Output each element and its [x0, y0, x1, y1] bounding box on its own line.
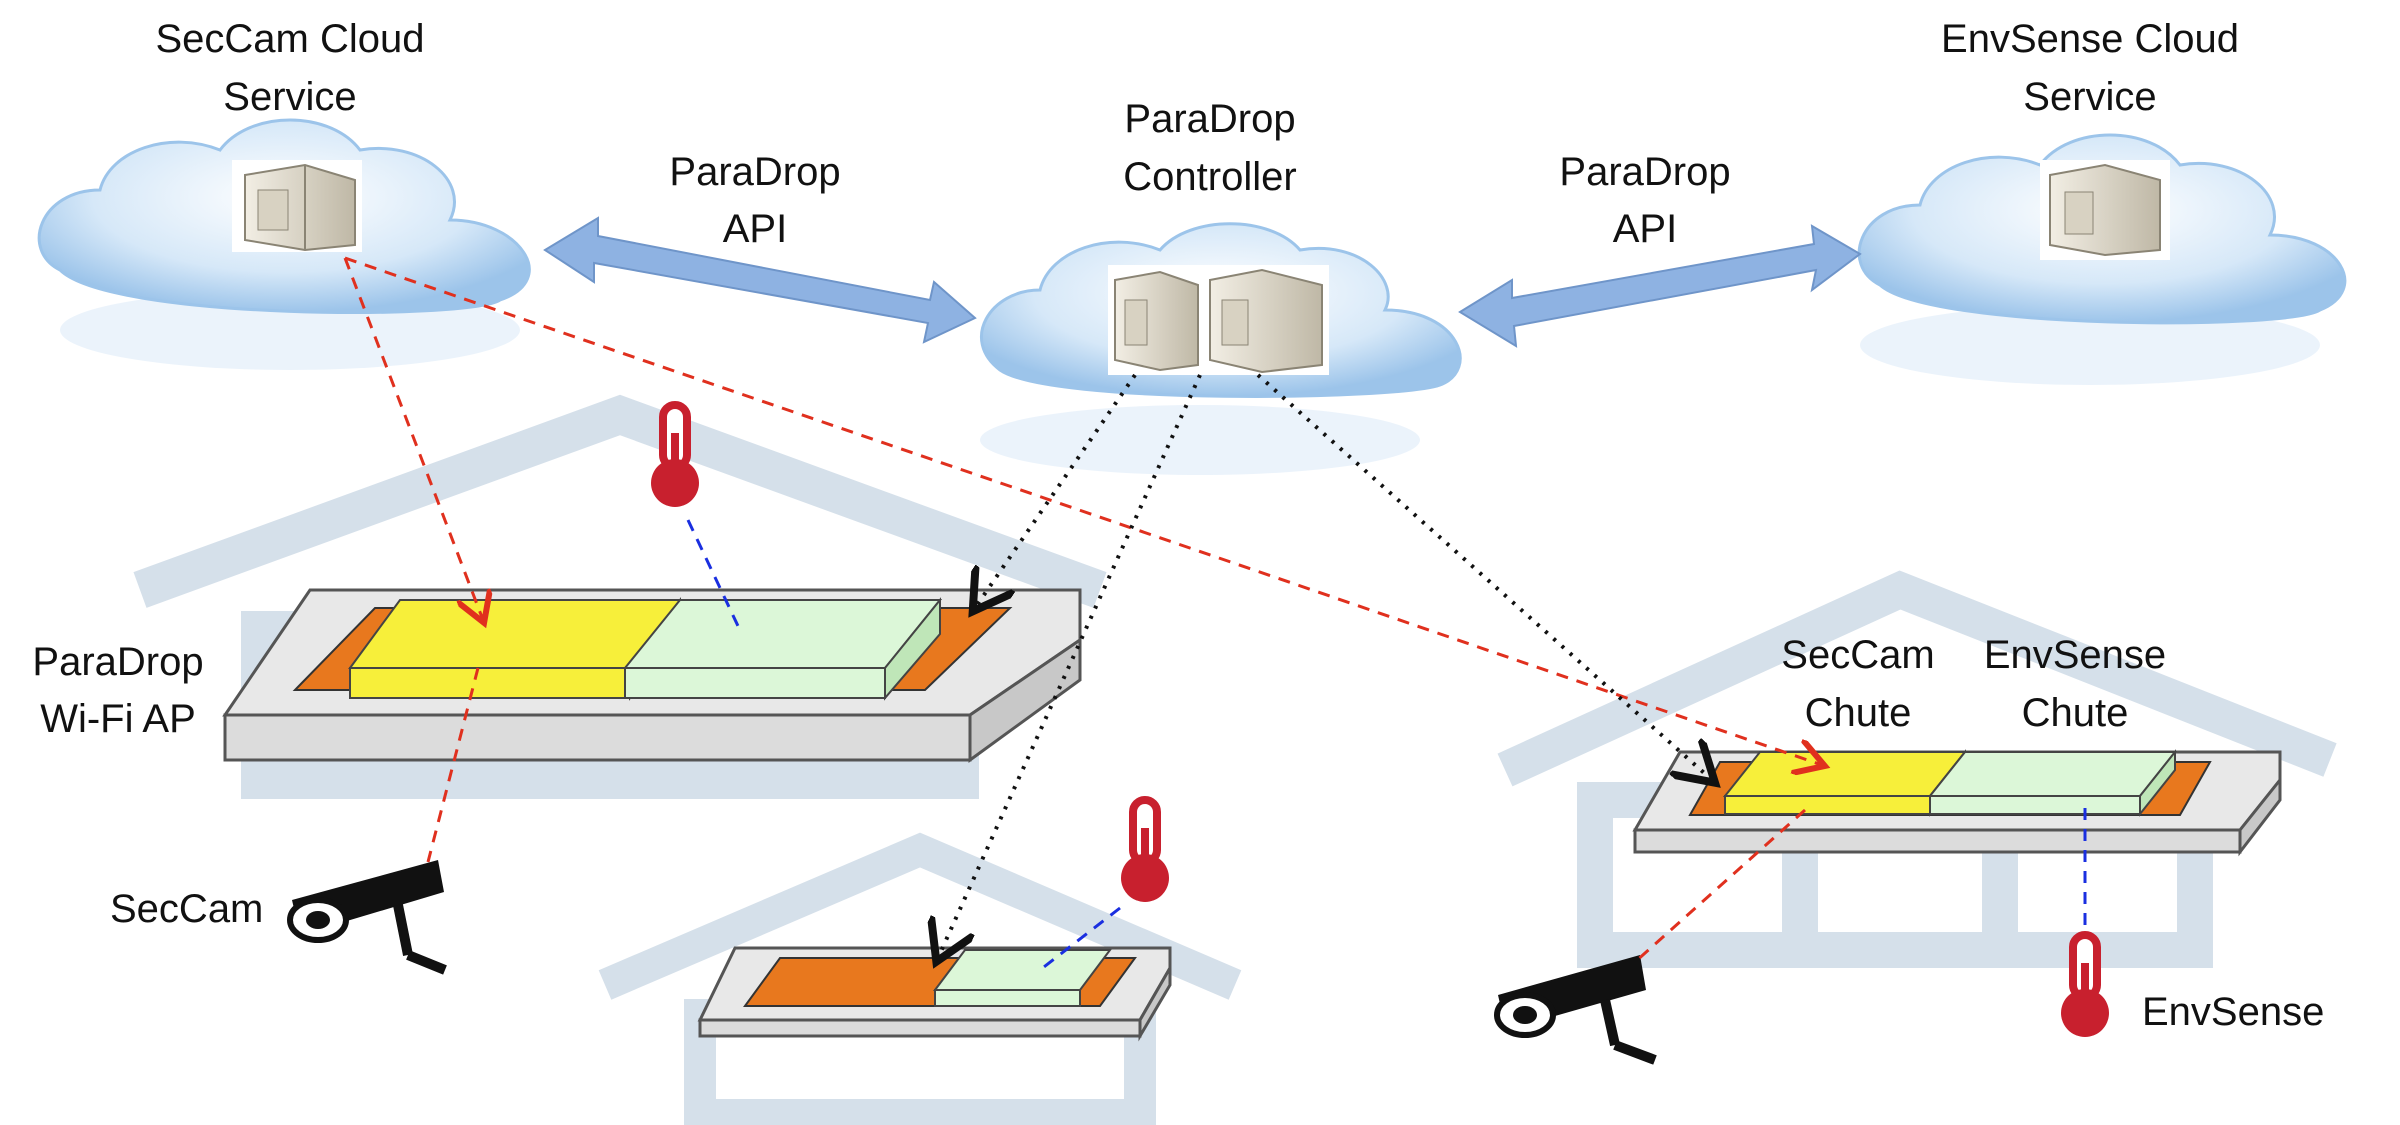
api-arrow-left [543, 216, 977, 344]
controller-title-line2: Controller [1123, 155, 1296, 199]
envsense-cloud-title-line1: EnvSense Cloud [1941, 17, 2239, 61]
seccam-device-label: SecCam [110, 887, 263, 931]
envsense-cloud-title-line2: Service [2023, 75, 2156, 119]
api-right-label-line1: ParaDrop [1559, 150, 1730, 194]
api-right-label-line2: API [1613, 207, 1677, 251]
sensor-links [686, 519, 2087, 972]
thermometer-icon-envsense [2061, 931, 2109, 1037]
seccam-chute-label-line2: Chute [1805, 691, 1912, 735]
server-icon-envsense [2040, 160, 2170, 260]
server-icon-controller-1 [1108, 265, 1204, 375]
house-right [1497, 570, 2337, 968]
envsense-chute-block-right [1927, 749, 2178, 817]
server-icon-controller-2 [1203, 265, 1329, 375]
controller-title-line1: ParaDrop [1124, 97, 1295, 141]
wifi-ap-label-line1: ParaDrop [32, 640, 203, 684]
envsense-chute-label-line2: Chute [2022, 691, 2129, 735]
thermometer-icon-small [1121, 796, 1169, 902]
api-left-label-line2: API [723, 207, 787, 251]
seccam-cloud-links [343, 256, 1822, 964]
api-left-label-line1: ParaDrop [669, 150, 840, 194]
wifi-ap-label-line2: Wi-Fi AP [40, 697, 196, 741]
security-camera-icon-right [1494, 955, 1657, 1065]
seccam-cloud-title-line2: Service [223, 75, 356, 119]
controller-deploy-links [938, 373, 1712, 958]
envsense-chute-label-line1: EnvSense [1984, 633, 2166, 677]
security-camera-icon-left [287, 860, 447, 975]
thermometer-icon-top [651, 401, 699, 507]
seccam-chute-label-line1: SecCam [1781, 633, 1934, 677]
server-icon-seccam [232, 160, 362, 252]
api-arrow-right [1458, 224, 1862, 348]
seccam-cloud-title-line1: SecCam Cloud [155, 17, 424, 61]
envsense-device-label: EnvSense [2142, 990, 2324, 1034]
wifi-ap-router-small [697, 946, 1172, 1042]
envsense-chute-block-large [622, 597, 943, 701]
